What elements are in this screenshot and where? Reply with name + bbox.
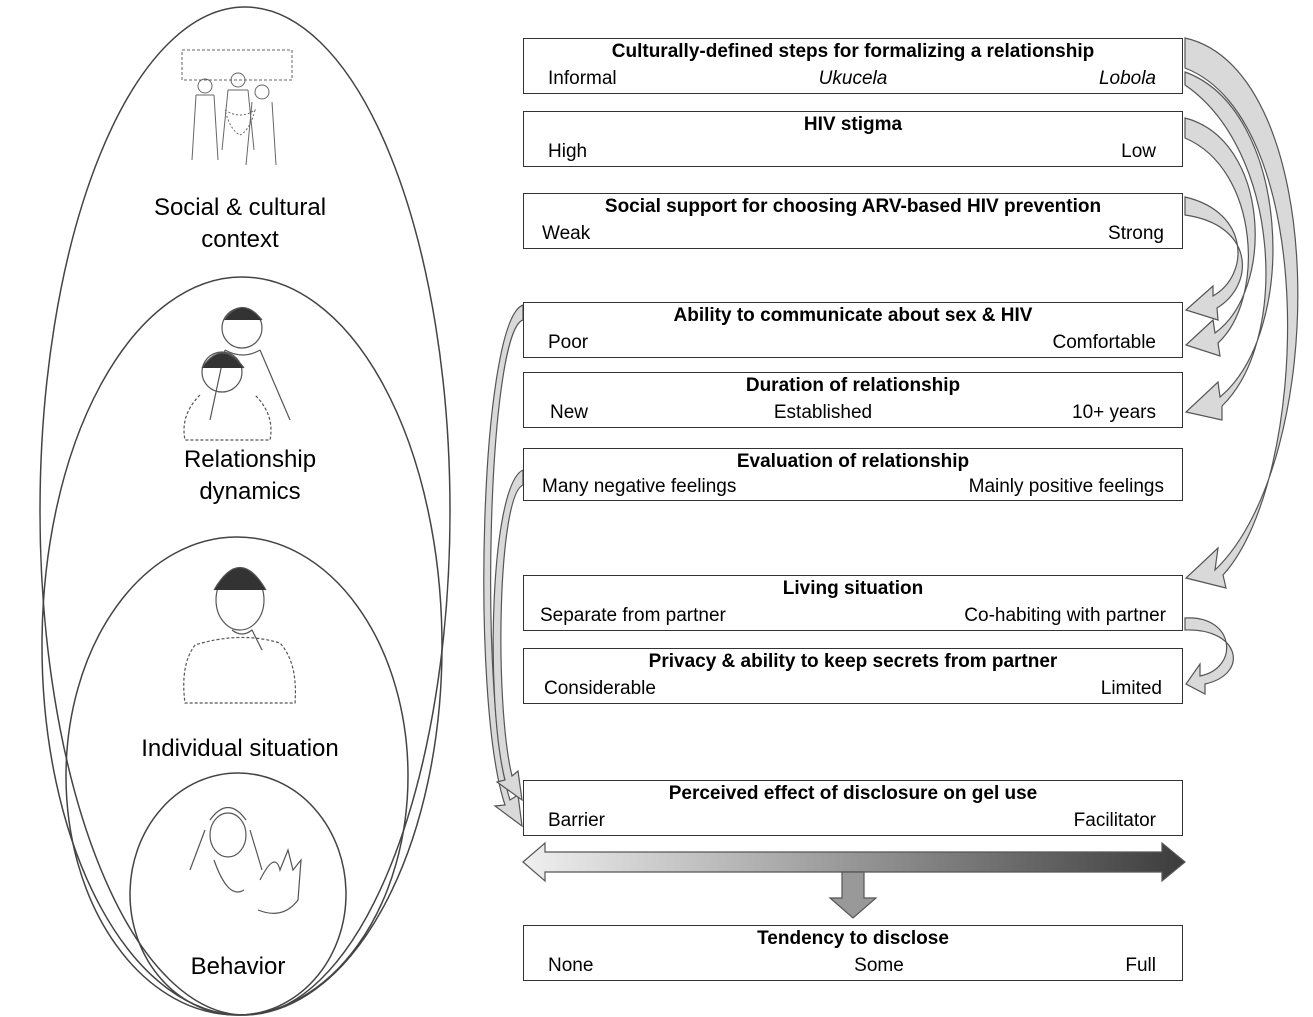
factor-low-label: Many negative feelings bbox=[542, 476, 737, 497]
factor-high-label: Mainly positive feelings bbox=[968, 476, 1164, 497]
factor-box-living-situation: Living situation Separate from partner C… bbox=[523, 575, 1183, 631]
label-line: context bbox=[201, 226, 279, 253]
factor-box-perceived-effect: Perceived effect of disclosure on gel us… bbox=[523, 780, 1183, 836]
label-relationship-dynamics: Relationship dynamics bbox=[140, 444, 360, 508]
factor-title: Culturally-defined steps for formalizing… bbox=[611, 41, 1095, 62]
factor-box-hiv-stigma: HIV stigma High Low bbox=[523, 111, 1183, 167]
factor-low-label: New bbox=[550, 402, 589, 423]
label-line: Social & cultural bbox=[153, 194, 327, 221]
label-line: Individual situation bbox=[141, 735, 339, 762]
factor-low-label: Weak bbox=[542, 223, 591, 244]
label-line: Relationship bbox=[183, 446, 317, 473]
factor-box-formalizing-relationship: Culturally-defined steps for formalizing… bbox=[523, 38, 1183, 94]
factor-low-label: Poor bbox=[548, 332, 589, 353]
influence-arrows bbox=[483, 37, 1299, 828]
outcome-mid-label: Some bbox=[854, 955, 904, 976]
factor-mid-label: Ukucela bbox=[818, 68, 888, 89]
factor-title: Ability to communicate about sex & HIV bbox=[673, 305, 1033, 326]
outcome-high-label: Full bbox=[1125, 955, 1156, 976]
down-arrow-to-outcome bbox=[828, 871, 878, 919]
factor-high-label: Comfortable bbox=[1052, 332, 1157, 353]
factor-high-label: Strong bbox=[1108, 223, 1164, 244]
factor-high-label: Limited bbox=[1100, 678, 1162, 699]
arrow-to-living-situation bbox=[1184, 37, 1299, 589]
couple-illustration bbox=[183, 306, 291, 441]
outcome-low-label: None bbox=[548, 955, 594, 976]
factor-low-label: High bbox=[548, 141, 588, 162]
label-social-cultural-context: Social & cultural context bbox=[130, 192, 350, 256]
factor-high-label: Low bbox=[1121, 141, 1156, 162]
crowd-illustration bbox=[181, 49, 293, 166]
woman-gesturing-illustration bbox=[189, 806, 302, 914]
factor-box-duration: Duration of relationship New Established… bbox=[523, 372, 1183, 428]
factor-high-label: Facilitator bbox=[1073, 810, 1156, 831]
arrow-to-communication-from-support bbox=[1184, 196, 1243, 321]
disclosure-spectrum-arrow bbox=[522, 841, 1186, 883]
ellipse-social-cultural-context bbox=[39, 6, 451, 1016]
arrow-communication-to-perceived-effect bbox=[483, 304, 524, 828]
factor-box-evaluation: Evaluation of relationship Many negative… bbox=[523, 448, 1183, 501]
arrow-to-duration bbox=[1184, 71, 1274, 421]
factor-title: Duration of relationship bbox=[745, 375, 961, 396]
label-line: dynamics bbox=[199, 478, 301, 505]
arrow-to-privacy bbox=[1184, 617, 1234, 695]
factor-box-privacy: Privacy & ability to keep secrets from p… bbox=[523, 648, 1183, 704]
woman-thinking-illustration bbox=[183, 566, 297, 704]
factor-high-label: Lobola bbox=[1098, 68, 1156, 89]
ellipse-behavior bbox=[129, 772, 347, 1016]
factor-high-label: Co-habiting with partner bbox=[964, 605, 1166, 626]
factor-box-social-support: Social support for choosing ARV-based HI… bbox=[523, 193, 1183, 249]
label-individual-situation: Individual situation bbox=[120, 733, 360, 765]
arrow-to-communication-from-stigma bbox=[1184, 117, 1256, 357]
arrow-evaluation-to-perceived-effect bbox=[492, 469, 524, 802]
factor-title: Evaluation of relationship bbox=[736, 451, 970, 472]
factor-title: Privacy & ability to keep secrets from p… bbox=[648, 651, 1058, 672]
outcome-title: Tendency to disclose bbox=[757, 928, 949, 949]
factor-title: HIV stigma bbox=[803, 114, 903, 135]
factor-title: Social support for choosing ARV-based HI… bbox=[604, 196, 1102, 217]
factor-box-communication: Ability to communicate about sex & HIV P… bbox=[523, 302, 1183, 358]
factor-low-label: Separate from partner bbox=[540, 605, 726, 626]
factor-low-label: Considerable bbox=[544, 678, 656, 699]
label-line: Behavior bbox=[190, 953, 286, 980]
factor-high-label: 10+ years bbox=[1072, 402, 1156, 423]
factor-low-label: Informal bbox=[548, 68, 617, 89]
factor-low-label: Barrier bbox=[548, 810, 606, 831]
factor-title: Perceived effect of disclosure on gel us… bbox=[668, 783, 1038, 804]
factor-title: Living situation bbox=[782, 578, 924, 599]
label-behavior: Behavior bbox=[168, 951, 308, 983]
factor-mid-label: Established bbox=[773, 402, 873, 423]
ellipse-individual-situation bbox=[65, 536, 409, 1016]
outcome-box-tendency-to-disclose: Tendency to disclose None Some Full bbox=[523, 925, 1183, 981]
